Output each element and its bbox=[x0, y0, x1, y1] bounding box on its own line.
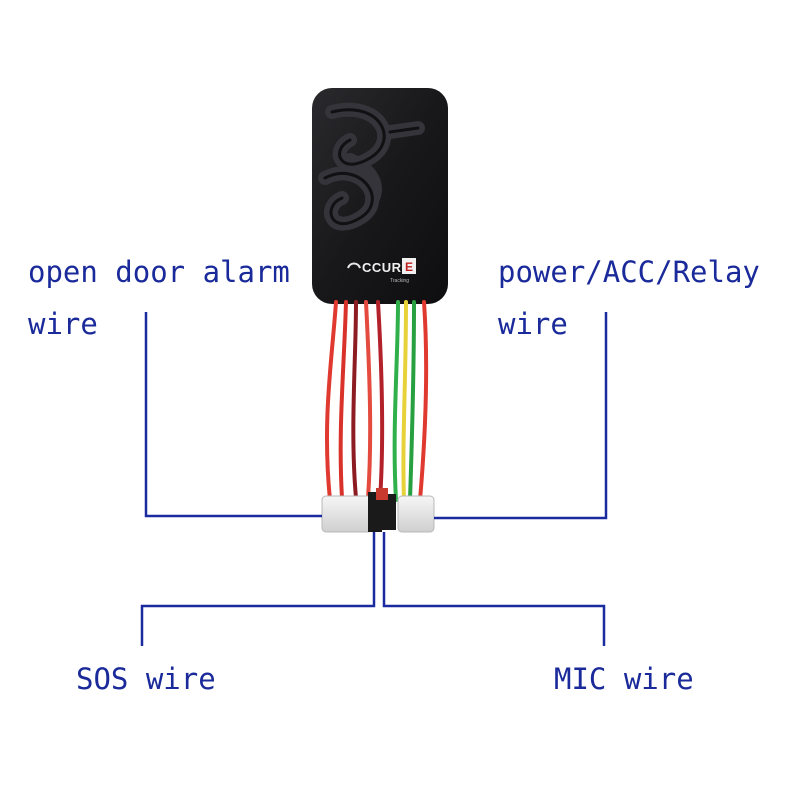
label-open-door-line1: open door alarm bbox=[28, 255, 290, 289]
wire-red-3 bbox=[364, 300, 373, 500]
label-sos-wire: SOS wire bbox=[76, 662, 216, 696]
wire-yellow bbox=[401, 300, 408, 502]
connector-center-right bbox=[382, 494, 396, 530]
device-sub-brand-text: Tracking bbox=[390, 278, 409, 284]
wire-red-2 bbox=[338, 300, 348, 500]
leader-open-door bbox=[144, 312, 322, 518]
label-open-door-line2: wire bbox=[28, 307, 98, 341]
label-power-line1: power/ACC/Relay bbox=[498, 255, 760, 289]
gps-tracker-device: CCURA E Tracking bbox=[312, 88, 448, 304]
leader-lines bbox=[140, 312, 608, 646]
wire-green-2 bbox=[408, 300, 416, 502]
label-power-line2: wire bbox=[498, 307, 568, 341]
wire-dark-1 bbox=[351, 300, 358, 500]
leader-power bbox=[434, 312, 608, 520]
wire-green-1 bbox=[392, 300, 400, 502]
device-brand-badge-text: E bbox=[405, 260, 413, 274]
brand-logo-icon bbox=[347, 262, 361, 269]
connector-right bbox=[397, 495, 435, 533]
label-mic-wire: MIC wire bbox=[554, 662, 694, 696]
wire-bundle bbox=[324, 300, 429, 502]
wire-dark-red bbox=[376, 300, 385, 502]
leader-sos bbox=[140, 532, 376, 646]
device-brand-text: CCURA bbox=[362, 260, 412, 275]
connector-center-left bbox=[368, 492, 382, 532]
wire-red-4 bbox=[418, 300, 429, 502]
device-brand-badge bbox=[402, 258, 416, 274]
wire-red-1 bbox=[324, 300, 338, 502]
connectors bbox=[321, 488, 435, 533]
connector-center-clip bbox=[376, 488, 388, 500]
connector-left bbox=[321, 495, 373, 533]
leader-mic bbox=[382, 532, 606, 646]
